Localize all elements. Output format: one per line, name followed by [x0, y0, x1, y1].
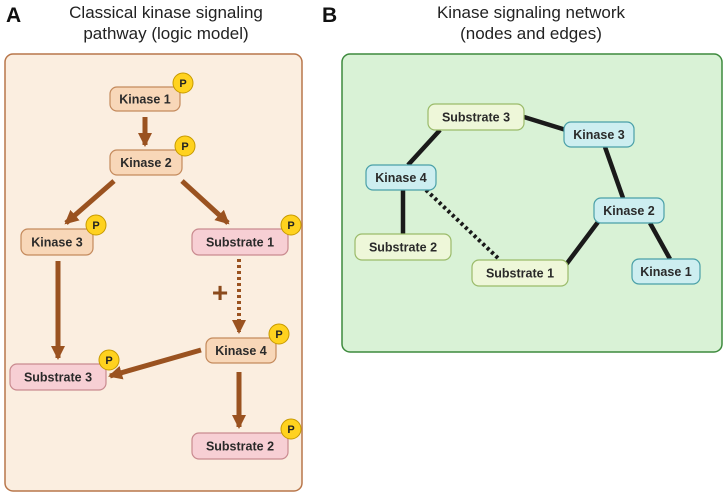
- network-node-label-kinase-4: Kinase 4: [375, 171, 426, 185]
- panel-a-title-line2: pathway (logic model): [83, 24, 248, 43]
- network-node-label-substrate-2: Substrate 2: [369, 241, 437, 255]
- network-node-box-kinase-1: [631, 258, 701, 285]
- edge-kinase-2-substrate-1: [563, 220, 600, 268]
- phosphate-icon: P: [172, 72, 194, 94]
- node-box-substrate-2: [191, 432, 289, 460]
- network-node-kinase-2: Kinase 2: [593, 197, 665, 224]
- node-kinase-2: Kinase 2 P: [109, 135, 196, 176]
- phosphate-icon: P: [85, 214, 107, 236]
- panel-a-letter: A: [6, 4, 21, 27]
- arrow-kinase-2-to-substrate-1: [180, 179, 230, 225]
- network-node-box-substrate-1: [471, 259, 569, 287]
- node-kinase-1: Kinase 1 P: [109, 72, 194, 112]
- node-kinase-4: Kinase 4 P: [205, 323, 290, 364]
- panel-a-frame: [4, 53, 303, 492]
- network-node-box-substrate-3: [427, 103, 525, 131]
- network-node-substrate-2: Substrate 2: [354, 233, 452, 261]
- node-label-substrate-3: Substrate 3: [24, 371, 92, 385]
- network-node-box-kinase-2: [593, 197, 665, 224]
- network-node-substrate-3: Substrate 3: [427, 103, 525, 131]
- phosphate-label: P: [287, 424, 294, 436]
- panel-a: A Classical kinase signaling pathway (lo…: [4, 3, 303, 492]
- panel-a-edges: [51, 117, 246, 429]
- panel-b-frame: [341, 53, 723, 353]
- node-label-substrate-2: Substrate 2: [206, 440, 274, 454]
- phosphate-icon: P: [280, 418, 302, 440]
- phosphate-icon: P: [268, 323, 290, 345]
- node-box-kinase-4: [205, 337, 277, 364]
- network-node-box-kinase-4: [365, 164, 437, 191]
- network-node-kinase-4: Kinase 4: [365, 164, 437, 191]
- network-node-substrate-1: Substrate 1: [471, 259, 569, 287]
- panel-b-title-line2: (nodes and edges): [460, 24, 602, 43]
- network-node-box-substrate-2: [354, 233, 452, 261]
- panel-b-title-line1: Kinase signaling network: [437, 3, 626, 22]
- phosphate-label: P: [287, 220, 294, 232]
- node-substrate-2: Substrate 2 P: [191, 418, 302, 460]
- panel-b-letter: B: [322, 4, 337, 27]
- network-node-label-substrate-1: Substrate 1: [486, 267, 554, 281]
- network-node-label-substrate-3: Substrate 3: [442, 111, 510, 125]
- phosphate-label: P: [92, 220, 99, 232]
- node-label-kinase-4: Kinase 4: [215, 344, 266, 358]
- node-substrate-3: Substrate 3 P: [9, 349, 120, 391]
- network-node-label-kinase-2: Kinase 2: [603, 204, 654, 218]
- arrow-kinase-4-to-substrate-3: [108, 347, 202, 380]
- phosphate-label: P: [275, 329, 282, 341]
- edge-substrate-3-kinase-3: [523, 114, 567, 133]
- edge-kinase-4-substrate-1: [424, 188, 502, 262]
- phosphate-icon: P: [280, 214, 302, 236]
- panel-b: B Kinase signaling network (nodes and ed…: [322, 3, 723, 353]
- edge-kinase-3-kinase-2: [602, 146, 626, 199]
- network-node-kinase-3: Kinase 3: [563, 121, 635, 148]
- node-box-substrate-3: [9, 363, 107, 391]
- network-node-box-kinase-3: [563, 121, 635, 148]
- node-label-kinase-3: Kinase 3: [31, 236, 82, 250]
- phosphate-icon: P: [174, 135, 196, 157]
- node-box-substrate-1: [191, 228, 289, 256]
- node-box-kinase-2: [109, 149, 183, 176]
- node-label-kinase-2: Kinase 2: [120, 156, 171, 170]
- plus-sign: +: [212, 277, 228, 308]
- panel-b-edges: [400, 114, 672, 268]
- node-label-substrate-1: Substrate 1: [206, 236, 274, 250]
- panel-a-title-line1: Classical kinase signaling: [69, 3, 263, 22]
- panel-b-nodes: Substrate 3 Kinase 3 Kinase 4 Kinase 2 Subst…: [354, 103, 701, 287]
- edge-kinase-2-kinase-1: [648, 221, 672, 261]
- network-node-kinase-1: Kinase 1: [631, 258, 701, 285]
- node-substrate-1: Substrate 1 P: [191, 214, 302, 256]
- node-label-kinase-1: Kinase 1: [119, 93, 170, 107]
- node-box-kinase-3: [20, 228, 94, 256]
- network-node-label-kinase-1: Kinase 1: [640, 265, 691, 279]
- node-box-kinase-1: [109, 86, 181, 112]
- phosphate-icon: P: [98, 349, 120, 371]
- node-kinase-3: Kinase 3 P: [20, 214, 107, 256]
- network-node-label-kinase-3: Kinase 3: [573, 128, 624, 142]
- edge-substrate-3-kinase-4: [406, 128, 442, 167]
- arrow-kinase-2-to-kinase-3: [64, 179, 116, 225]
- phosphate-label: P: [105, 355, 112, 367]
- phosphate-label: P: [181, 141, 188, 153]
- phosphate-label: P: [179, 78, 186, 90]
